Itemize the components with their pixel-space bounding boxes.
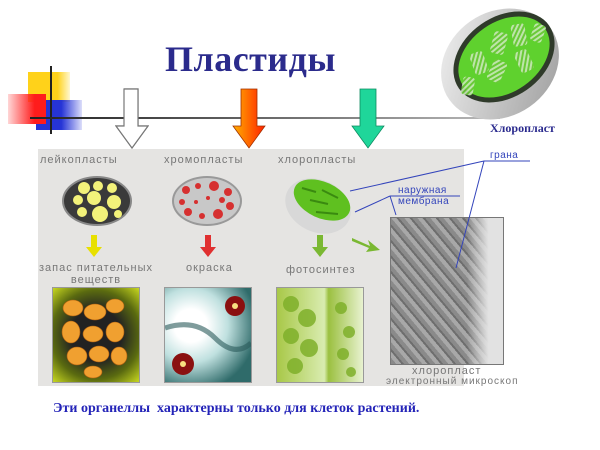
micrograph-caption-line1: хлоропласт [412, 365, 482, 377]
green-down-arrow-icon [351, 88, 385, 155]
chromoplast-diagram [172, 176, 242, 226]
chloroplast-function: фотосинтез [286, 264, 356, 276]
leucoplasts-label: лейкопласты [40, 154, 118, 166]
green-small-arrow-icon [312, 235, 328, 262]
slide-title: Пластиды [165, 39, 336, 79]
leucoplast-diagram [62, 176, 132, 226]
chloroplast-illustration [422, 2, 572, 120]
chloroplasts-label: хлоропласты [278, 154, 357, 166]
leucoplast-function-line1: запас питательных [39, 262, 153, 274]
chloroplast-caption: Хлоропласт [490, 121, 555, 135]
outer-membrane-label-line2: мембрана [398, 196, 450, 207]
footer-statement: Эти органеллы характерны только для клет… [53, 401, 420, 416]
electron-micrograph [390, 217, 504, 365]
orange-down-arrow-icon [232, 88, 266, 155]
chloroplast-diagram [282, 172, 362, 241]
chromoplast-micrograph [164, 287, 253, 383]
white-down-arrow-icon [114, 88, 150, 155]
leucoplast-function: запас питательных веществ [38, 262, 154, 286]
decor-vertical-line [50, 66, 52, 134]
micrograph-caption-line2: электронный микроскоп [386, 376, 519, 387]
grana-label: грана [490, 150, 519, 161]
leucoplast-function-line2: веществ [70, 274, 122, 286]
decor-horizontal-line [30, 117, 500, 119]
chromoplasts-label: хромопласты [164, 154, 244, 166]
chromoplast-function: окраска [186, 262, 233, 274]
green-diagonal-arrow-icon [352, 234, 382, 259]
red-arrow-icon [200, 235, 216, 262]
leucoplast-micrograph [52, 287, 140, 383]
chloroplast-micrograph [276, 287, 364, 383]
decor-red-square [8, 94, 46, 124]
outer-membrane-label-line1: наружная [398, 185, 447, 196]
yellow-arrow-icon [86, 235, 102, 262]
